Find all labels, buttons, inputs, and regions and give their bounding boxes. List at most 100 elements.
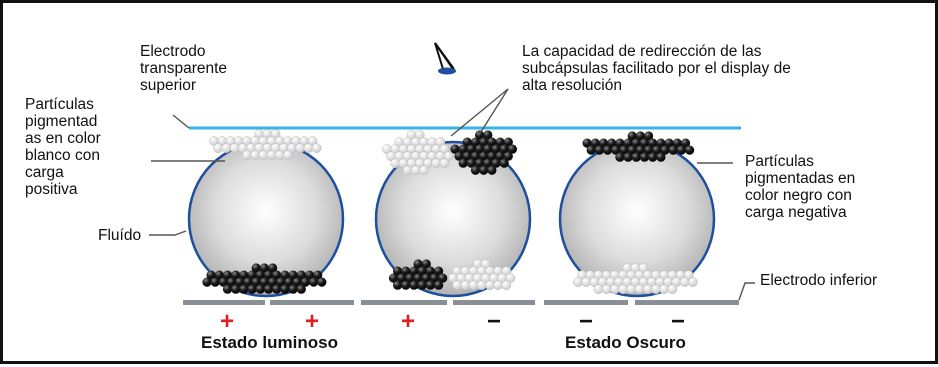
black-particle (672, 138, 682, 148)
white-particle (452, 280, 462, 291)
black-particle (259, 263, 269, 273)
black-particle (251, 277, 261, 287)
black-particle (231, 270, 241, 280)
black-particle (487, 151, 497, 161)
electrode-segment (183, 300, 265, 305)
black-particle (495, 151, 505, 161)
white-particle (610, 284, 620, 295)
black-particle (417, 280, 427, 290)
white-particle (431, 158, 442, 169)
diagram-art: +++−−− (149, 42, 755, 335)
black-particle (263, 270, 274, 280)
black-particle (619, 145, 629, 155)
white-particle (634, 284, 645, 295)
black-particle (413, 259, 423, 269)
redirection-note: La capacidad de redirección de las subcá… (522, 43, 791, 94)
black-particle (292, 277, 302, 287)
white-particle (390, 158, 401, 169)
black-particle (202, 277, 212, 287)
white-particle (667, 284, 678, 295)
black-particle (656, 138, 666, 148)
black-particle (470, 151, 481, 161)
black-particle (227, 277, 237, 287)
black-particle (235, 277, 245, 287)
black-particle (483, 158, 493, 168)
white-particle (687, 277, 698, 287)
black-particle (487, 165, 497, 175)
black-particle (218, 277, 228, 287)
black-particle (607, 138, 617, 148)
black-particle (309, 277, 319, 287)
black-particle (462, 151, 472, 161)
leader-lines (149, 88, 755, 301)
black-particle (434, 280, 444, 290)
white-particle (642, 284, 653, 295)
electrode-segment (270, 300, 354, 305)
black-particle (590, 138, 600, 148)
black-particle (401, 266, 411, 276)
black-particle (300, 277, 310, 287)
white-particle (402, 165, 413, 176)
black-particle (470, 137, 481, 147)
black-particle (251, 263, 261, 273)
white-particle (295, 143, 306, 153)
black-particle (222, 284, 233, 294)
black-particle (413, 273, 423, 283)
black-particle (462, 137, 472, 147)
black-particle (491, 158, 501, 168)
black-particle (272, 284, 282, 294)
eye-icon (434, 42, 456, 75)
top-electrode-label: Electrodo transparente superior (140, 43, 228, 94)
white-particle (581, 277, 592, 287)
black-particle (417, 266, 427, 276)
black-particle (458, 158, 468, 168)
black-particle (210, 277, 220, 287)
black-particle (458, 144, 468, 154)
black-particle (639, 138, 650, 148)
black-particle (635, 131, 646, 141)
black-particle (222, 270, 233, 280)
white-particle (573, 277, 583, 287)
electrode-signs: +++−−− (220, 308, 685, 335)
black-particle (470, 165, 481, 175)
plus-sign: + (220, 308, 234, 335)
white-particle (593, 284, 604, 295)
black-particle (296, 270, 306, 280)
black-particle (648, 138, 658, 148)
black-particle (247, 270, 257, 280)
black-particle (586, 145, 596, 155)
black-particle (475, 144, 485, 154)
black-particle (582, 138, 592, 148)
black-particle (479, 165, 489, 175)
black-particle (296, 284, 306, 294)
black-particle (499, 144, 509, 154)
black-particle (393, 266, 403, 276)
black-particle (434, 266, 444, 276)
black-particle (594, 145, 605, 155)
black-particle (409, 266, 419, 276)
black-particle (623, 138, 633, 148)
white-particle (419, 165, 429, 176)
black-particle (276, 277, 286, 287)
black-particle (255, 270, 265, 280)
bottom-electrode-label: Electrodo inferior (760, 272, 878, 289)
black-particle (611, 145, 621, 155)
black-particle (247, 284, 257, 294)
black-particle (680, 138, 691, 148)
black-particle (272, 270, 282, 280)
black-particle (288, 270, 298, 280)
plus-sign: + (401, 308, 415, 335)
black-particle (615, 152, 625, 162)
black-particle (507, 144, 517, 154)
black-particle (635, 145, 646, 155)
black-particle (495, 137, 505, 147)
white-particle (460, 280, 471, 291)
minus-sign: − (579, 308, 593, 335)
white-particle (439, 158, 450, 169)
black-particle (631, 152, 641, 162)
state-dark-label: Estado Oscuro (565, 333, 686, 352)
black-particle (268, 277, 278, 287)
black-particle (405, 273, 415, 283)
black-particle (393, 280, 403, 290)
